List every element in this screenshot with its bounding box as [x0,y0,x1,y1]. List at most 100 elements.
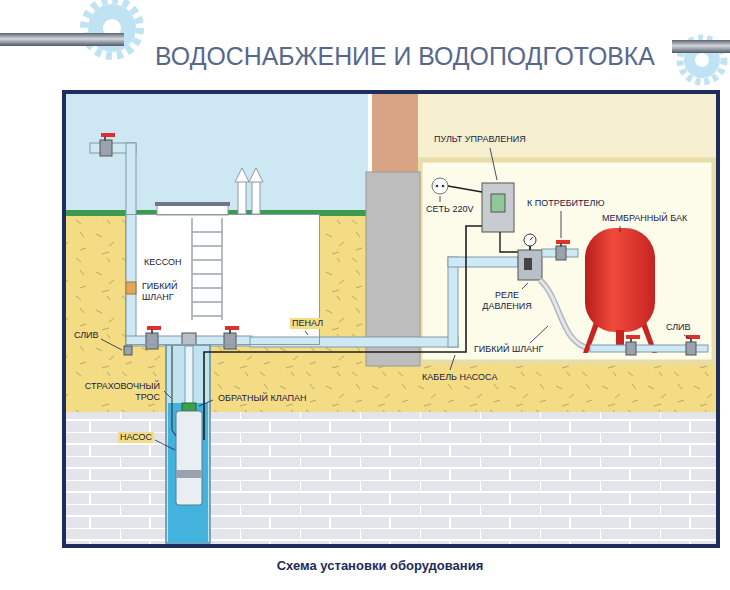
control-panel [491,194,505,212]
vent-pipe [235,168,263,214]
figure-caption: Схема установки оборудования [277,558,484,574]
ground [66,94,716,544]
leader-line [490,148,497,180]
manifold-pipe [146,333,158,349]
part-label: ГИБКИЙ ШЛАНГ [140,281,190,303]
leader-line [440,196,441,202]
membrane-tank [626,335,640,339]
well [182,403,196,411]
pump-cable [204,226,482,440]
header-bar [672,40,730,53]
leader-line [164,391,171,398]
part-label: ГИБКИЙ ШЛАНГ [472,344,545,355]
membrane-tank [686,335,700,339]
vent-pipe [238,180,246,214]
riser-pipe [101,133,115,137]
manifold-pipe [147,326,161,330]
leader-line [620,226,621,232]
part-label: ОБРАТНЫЙ КЛАПАН [216,393,309,404]
leader-line [450,355,455,370]
leader-line [99,148,690,450]
page-title: ВОДОСНАБЖЕНИЕ И ВОДОПОДГОТОВКА [155,42,655,72]
header-gear [695,53,709,67]
part-label: РЕЛЕ ДАВЛЕНИЯ [476,290,538,312]
flexible-hose [540,280,592,349]
part-label: СЛИВ [72,330,101,341]
control-panel [442,185,445,188]
part-label: КАБЕЛЬ НАСОСА [420,372,499,383]
house [366,94,716,366]
membrane-tank [583,228,708,355]
sleeve-pipe [448,257,518,267]
control-panel [482,183,514,232]
frame [64,92,718,546]
riser-pipe [100,140,112,156]
part-label: СЕТЬ 220V [424,204,475,215]
part-label: К ПОТРЕБИТЕЛЮ [525,198,607,209]
ground [66,412,716,544]
part-label: СЛИВ [664,322,693,333]
caisson [192,218,222,320]
vent-pipe [235,168,249,182]
riser-pipe [126,282,136,294]
part-label: ПУЛЬТ УПРАВЛЕНИЯ [432,134,528,145]
membrane-tank [630,338,632,342]
house [420,160,714,362]
control-panel [500,232,518,252]
manifold-pipe [151,329,153,334]
membrane-tank [686,342,696,355]
manifold-pipe [124,346,132,355]
manifold-pipe [224,333,236,349]
part-label: НАСОС [118,432,154,443]
pressure-relay [560,243,562,247]
house [372,94,418,174]
sleeve-pipe [250,337,458,347]
header-bar [0,33,124,46]
riser-pipe [90,133,136,345]
ground [66,94,368,213]
membrane-tank [626,342,636,355]
node-text: КЕССОН [142,257,184,268]
leader-line [530,326,548,343]
caisson [155,202,230,206]
pressure-relay [518,250,542,280]
well [176,411,202,505]
manifold-pipe [229,329,231,334]
control-panel [432,178,518,252]
control-panel [432,178,448,194]
leader-line [305,331,308,335]
flexible-hose [540,280,592,349]
riser-pipe [126,143,136,345]
well [176,470,202,478]
pressure-relay [518,234,578,280]
leader-line [99,338,122,350]
membrane-tank [690,338,692,342]
control-panel [436,185,439,188]
leader-line [561,211,562,238]
pressure-relay [524,258,532,270]
pressure-relay [529,246,531,250]
well [172,346,176,436]
control-panel [448,186,482,192]
header-gear [84,0,724,82]
pressure-relay [556,246,566,260]
leader-line [684,335,690,339]
part-label: ПЕНАЛ [290,318,325,329]
vent-pipe [252,180,260,214]
sleeve-pipe [448,257,458,347]
membrane-tank [616,330,624,346]
leader-line [199,400,213,406]
pressure-relay [556,240,570,244]
leader-line [155,440,175,450]
riser-pipe [104,136,106,141]
house [418,94,716,162]
membrane-tank [585,228,655,332]
well [168,403,208,543]
manifold-pipe [225,326,239,330]
part-label: СТРАХОВОЧНЫЙ ТРОС [74,381,162,403]
vent-pipe [249,168,263,182]
